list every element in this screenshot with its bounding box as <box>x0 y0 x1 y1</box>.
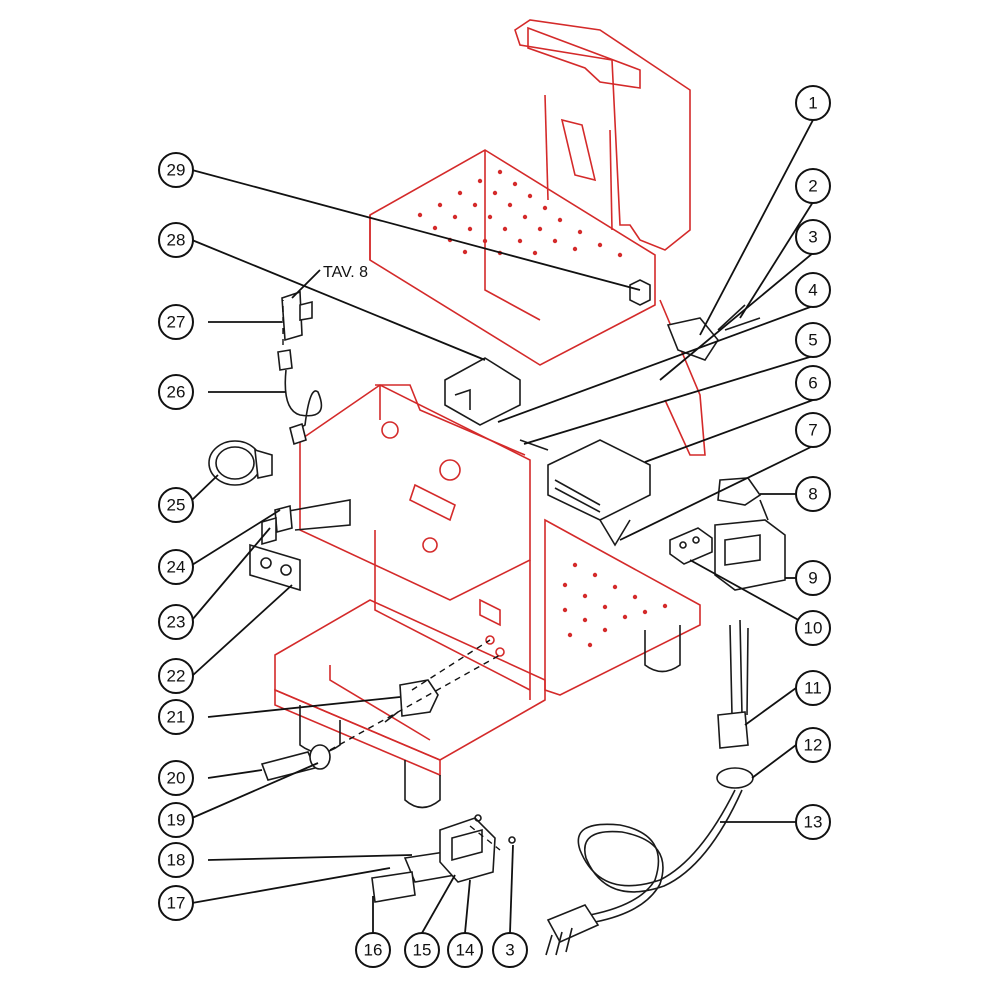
svg-text:9: 9 <box>808 569 817 588</box>
callout-21: 21 <box>158 699 194 735</box>
boiler-box-part <box>714 519 786 591</box>
small-switch-part <box>261 516 277 546</box>
callout-20: 20 <box>158 760 194 796</box>
callout-7: 7 <box>795 412 831 448</box>
pressure-switch-part <box>666 317 719 361</box>
components <box>208 279 786 956</box>
bottom-tray-holes <box>562 562 668 648</box>
callout-8: 8 <box>795 476 831 512</box>
svg-text:15: 15 <box>413 941 432 960</box>
callout-11: 11 <box>795 670 831 706</box>
svg-text:26: 26 <box>167 383 186 402</box>
svg-text:17: 17 <box>167 894 186 913</box>
svg-text:6: 6 <box>808 374 817 393</box>
svg-text:5: 5 <box>808 331 817 350</box>
reference-label: TAV. 8 <box>323 264 368 281</box>
plug-part <box>546 904 600 944</box>
callout-4: 4 <box>795 272 831 308</box>
grommet-part <box>716 767 754 789</box>
svg-text:24: 24 <box>167 558 186 577</box>
callout-13: 13 <box>795 804 831 840</box>
faceplate-part <box>371 871 416 903</box>
power-cord-part <box>577 789 736 916</box>
clip-part <box>629 279 651 306</box>
svg-text:23: 23 <box>167 613 186 632</box>
svg-text:25: 25 <box>167 496 186 515</box>
svg-text:2: 2 <box>808 177 817 196</box>
callout-14: 14 <box>447 932 483 968</box>
callout-23: 23 <box>158 604 194 640</box>
svg-text:7: 7 <box>808 421 817 440</box>
svg-text:3: 3 <box>808 228 817 247</box>
callout-25: 25 <box>158 487 194 523</box>
connector-part <box>717 477 762 506</box>
svg-text:4: 4 <box>808 281 817 300</box>
callout-3-bottom: 3 <box>492 932 528 968</box>
svg-text:22: 22 <box>167 667 186 686</box>
svg-text:13: 13 <box>804 813 823 832</box>
callout-10: 10 <box>795 610 831 646</box>
callout-28: 28 <box>158 222 194 258</box>
leader-lines <box>191 119 814 934</box>
svg-text:1: 1 <box>808 94 817 113</box>
callout-29: 29 <box>158 152 194 188</box>
callout-16: 16 <box>355 932 391 968</box>
top-panel-holes <box>417 169 623 258</box>
svg-text:21: 21 <box>167 708 186 727</box>
svg-text:28: 28 <box>167 231 186 250</box>
cable-gland-part <box>717 711 749 749</box>
callout-24: 24 <box>158 549 194 585</box>
capillary-part <box>277 349 293 371</box>
callout-6: 6 <box>795 365 831 401</box>
terminal-block-part <box>669 527 713 565</box>
svg-text:20: 20 <box>167 769 186 788</box>
svg-text:18: 18 <box>167 851 186 870</box>
svg-text:8: 8 <box>808 485 817 504</box>
svg-text:19: 19 <box>167 811 186 830</box>
assembly-lines <box>282 300 501 851</box>
callout-17: 17 <box>158 885 194 921</box>
svg-text:16: 16 <box>364 941 383 960</box>
callout-19: 19 <box>158 802 194 838</box>
svg-text:12: 12 <box>804 736 823 755</box>
svg-text:29: 29 <box>167 161 186 180</box>
toggle-switch-part <box>399 679 439 717</box>
callout-15: 15 <box>404 932 440 968</box>
callout-5: 5 <box>795 322 831 358</box>
svg-text:14: 14 <box>456 941 475 960</box>
svg-text:11: 11 <box>804 679 822 698</box>
svg-text:10: 10 <box>804 619 823 638</box>
control-panel-part <box>249 543 301 592</box>
callout-2: 2 <box>795 168 831 204</box>
tee-fitting-part <box>281 290 303 342</box>
svg-text:27: 27 <box>167 313 186 332</box>
control-box-part <box>547 439 651 521</box>
callout-9: 9 <box>795 560 831 596</box>
callout-26: 26 <box>158 374 194 410</box>
callout-18: 18 <box>158 842 194 878</box>
callout-1: 1 <box>795 85 831 121</box>
machine-frame <box>274 19 706 809</box>
housing-part <box>444 357 521 426</box>
svg-text:3: 3 <box>505 941 514 960</box>
callout-27: 27 <box>158 304 194 340</box>
ribbon-cable-part <box>282 499 351 531</box>
callout-3: 3 <box>795 219 831 255</box>
callout-22: 22 <box>158 658 194 694</box>
callout-12: 12 <box>795 727 831 763</box>
